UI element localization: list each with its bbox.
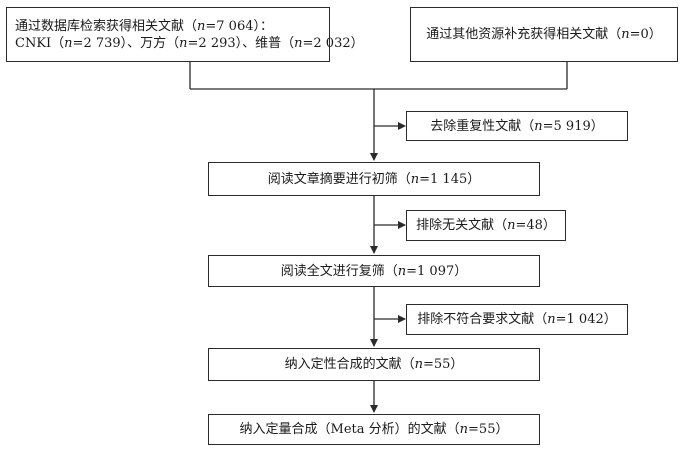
other-sources-box: 通过其他资源补充获得相关文献（n=0）: [410, 7, 678, 62]
exclude-nonconforming-box: 排除不符合要求文献（n=1 042）: [406, 304, 628, 335]
other-sources-label: 通过其他资源补充获得相关文献（n=0）: [426, 27, 662, 42]
qualitative-box: 纳入定性合成的文献（n=55）: [208, 348, 540, 381]
abstract-screen-label: 阅读文章摘要进行初筛（n=1 145）: [267, 171, 481, 187]
exclude-irrelevant-box: 排除无关文献（n=48）: [406, 210, 566, 241]
dedup-label: 去除重复性文献（n=5 919）: [430, 118, 604, 134]
qualitative-label: 纳入定性合成的文献（n=55）: [284, 357, 464, 372]
db-search-line1: 通过数据库检索获得相关文献（n=7 064）：: [15, 18, 273, 34]
exclude-irrelevant-label: 排除无关文献（n=48）: [416, 218, 556, 233]
quantitative-box: 纳入定量合成（Meta 分析）的文献（n=55）: [208, 414, 540, 445]
quantitative-label: 纳入定量合成（Meta 分析）的文献（n=55）: [239, 422, 509, 437]
db-search-box: 通过数据库检索获得相关文献（n=7 064）： CNKI（n=2 739）、万方…: [6, 7, 364, 62]
dedup-box: 去除重复性文献（n=5 919）: [406, 111, 628, 141]
abstract-screen-box: 阅读文章摘要进行初筛（n=1 145）: [208, 162, 540, 196]
db-search-line2: CNKI（n=2 739）、万方（n=2 293）、维普（n=2 032）: [15, 35, 364, 51]
fulltext-screen-box: 阅读全文进行复筛（n=1 097）: [208, 255, 540, 287]
exclude-nonconforming-label: 排除不符合要求文献（n=1 042）: [417, 312, 617, 327]
fulltext-screen-label: 阅读全文进行复筛（n=1 097）: [280, 263, 468, 279]
